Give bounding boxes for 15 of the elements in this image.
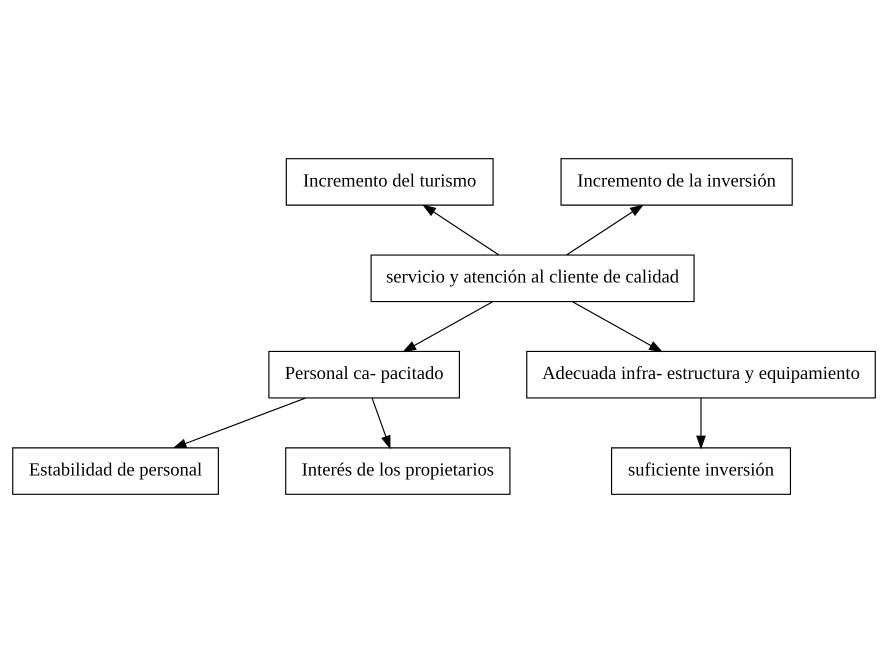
- node-box: Incremento de la inversión: [560, 158, 793, 206]
- arrow: [566, 204, 644, 256]
- node-box: Adecuada infra- estructura y equipamiento: [526, 350, 876, 399]
- arrow: [372, 398, 390, 450]
- node-box: Incremento del turismo: [286, 158, 494, 206]
- node-box: Personal ca- pacitado: [268, 350, 460, 399]
- node-box: suficiente inversión: [610, 447, 792, 495]
- node-box: servicio y atención al cliente de calidad: [370, 254, 695, 302]
- node-box: Estabilidad de personal: [12, 447, 219, 495]
- arrow: [572, 301, 663, 352]
- arrow: [422, 204, 500, 256]
- arrow: [402, 301, 493, 352]
- node-box: Interés de los propietarios: [285, 447, 510, 495]
- arrow: [172, 398, 306, 448]
- arrow: [696, 398, 706, 450]
